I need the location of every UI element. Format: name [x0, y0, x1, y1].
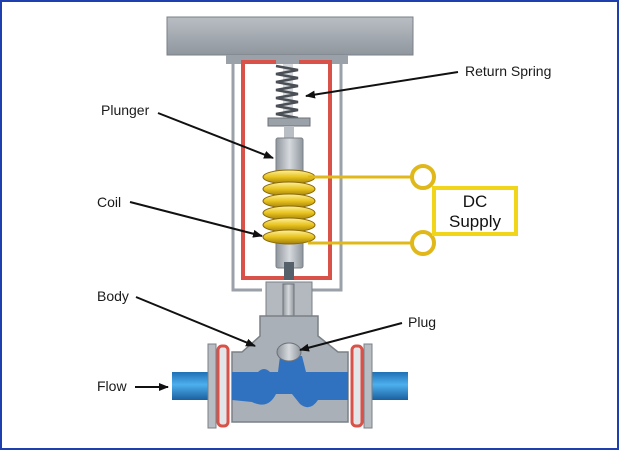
mounting-plate: [166, 16, 414, 56]
spring-stop: [267, 117, 311, 127]
label-coil: Coil: [97, 194, 121, 210]
label-flow: Flow: [97, 378, 127, 394]
label-plug: Plug: [408, 314, 436, 330]
mount-block: [226, 55, 348, 64]
return-spring: [275, 64, 299, 124]
coil-windings: [262, 169, 316, 245]
stem-connector: [284, 262, 294, 280]
fluid-flow: [232, 356, 348, 408]
flanges: [207, 343, 373, 429]
dc-supply-line2: Supply: [449, 212, 501, 231]
label-plunger: Plunger: [101, 102, 150, 118]
dc-supply-line1: DC: [463, 192, 488, 211]
valve-plug: [276, 342, 302, 362]
leader-lines: [129, 71, 459, 391]
plunger-stem: [284, 126, 294, 138]
coil-leads: [308, 175, 411, 245]
terminal-bottom: [410, 230, 436, 256]
label-return-spring: Return Spring: [465, 63, 551, 79]
terminal-top: [410, 164, 436, 190]
frame-rails: [231, 62, 343, 292]
label-body: Body: [97, 288, 129, 304]
dc-supply-box: [432, 186, 518, 236]
